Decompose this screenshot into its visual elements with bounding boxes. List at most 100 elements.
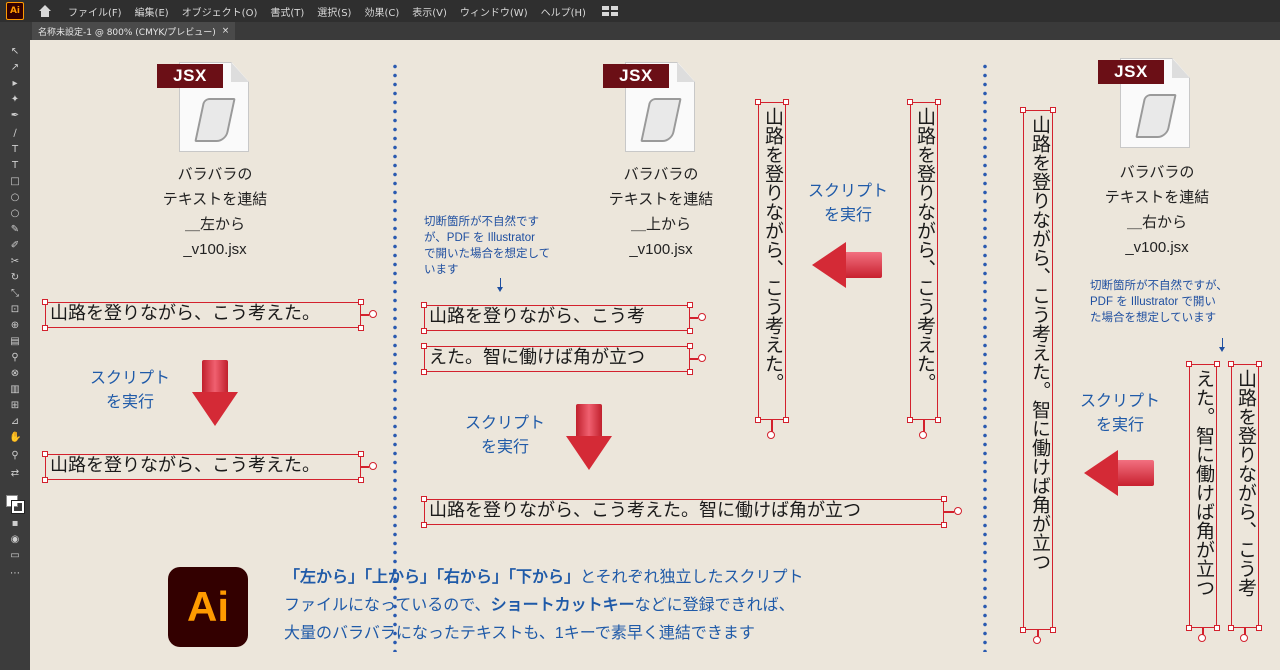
- caption-line: _v100.jsx: [183, 241, 247, 258]
- out-port[interactable]: [369, 310, 377, 318]
- text-frame-after-middle[interactable]: 山路を登りながら、こう考えた。智に働けば角が立つ: [421, 496, 947, 528]
- out-port[interactable]: [1198, 634, 1206, 642]
- document-tab[interactable]: 名称未設定-1 @ 800% (CMYK/プレビュー) ×: [32, 22, 236, 40]
- run-script-label-vertical: スクリプト を実行: [800, 180, 896, 228]
- vertical-text-frame-before-right-1[interactable]: 山路を登りながら、こう考: [1228, 361, 1262, 631]
- out-port[interactable]: [1240, 634, 1248, 642]
- paintbrush-tool-icon[interactable]: ✎: [10, 224, 20, 235]
- text-content: 山路を登りながら、こう考: [429, 306, 645, 327]
- script-label-line: を実行: [105, 394, 154, 411]
- vertical-text-frame-after[interactable]: 山路を登りながら、こう考えた。: [907, 99, 941, 423]
- vertical-text-frame-after-right[interactable]: 山路を登りながら、こう考えた。智に働けば角が立つ: [1020, 107, 1056, 633]
- caption-line: バラバラの: [623, 166, 699, 183]
- out-port[interactable]: [767, 431, 775, 439]
- selection-tool-icon[interactable]: ↖: [10, 46, 20, 57]
- out-port-line: [361, 466, 369, 468]
- out-port-line: [923, 420, 925, 432]
- run-script-label-middle: スクリプト を実行: [455, 412, 555, 460]
- menu-file[interactable]: ファイル(F): [68, 7, 122, 19]
- jsx-file-icon-right: JSX: [1098, 58, 1193, 150]
- menu-object[interactable]: オブジェクト(O): [181, 7, 258, 19]
- close-icon[interactable]: ×: [221, 26, 230, 36]
- out-port[interactable]: [698, 354, 706, 362]
- direct-selection-tool-icon[interactable]: ↗: [10, 62, 20, 73]
- text-content: 山路を登りながら、こう考えた。智に働けば角が立つ: [1029, 115, 1051, 571]
- out-port[interactable]: [954, 507, 962, 515]
- menu-list: ファイル(F) 編集(E) オブジェクト(O) 書式(T) 選択(S) 効果(C…: [68, 4, 586, 19]
- divider-right: [983, 62, 987, 652]
- graph-tool-icon[interactable]: ▥: [10, 384, 20, 395]
- pen-tool-icon[interactable]: ✒: [10, 110, 20, 121]
- slice-tool-icon[interactable]: ⊿: [10, 416, 20, 427]
- caption-line: ＿上から: [630, 216, 691, 233]
- script-caption-left: バラバラの テキストを連結 ＿左から _v100.jsx: [140, 162, 290, 262]
- group-selection-tool-icon[interactable]: ▸: [12, 78, 18, 89]
- zoom-tool-icon[interactable]: ⚲: [11, 450, 19, 461]
- shape-builder-tool-icon[interactable]: ⊕: [10, 320, 20, 331]
- vertical-text-frame-before-right-2[interactable]: えた。智に働けば角が立つ: [1186, 361, 1220, 631]
- summary-emphasis: 「左から」「上から」「右から」「下から」: [284, 569, 581, 586]
- swap-colors-icon[interactable]: ⇄: [10, 468, 20, 479]
- rotate-tool-icon[interactable]: ↻: [10, 272, 20, 283]
- hand-tool-icon[interactable]: ✋: [9, 432, 22, 443]
- stroke-swatch[interactable]: [11, 500, 25, 514]
- magic-wand-tool-icon[interactable]: ✦: [10, 94, 20, 105]
- note-right: 切断箇所が不自然ですが、 PDF を Illustrator で開い た場合を想…: [1090, 278, 1270, 326]
- summary-text-part: とそれぞれ独立したスクリプト: [580, 569, 804, 586]
- gradient-tool-icon[interactable]: ▤: [10, 336, 20, 347]
- menu-view[interactable]: 表示(V): [412, 7, 447, 19]
- type-tool-icon[interactable]: T: [11, 144, 19, 155]
- tools-panel: ↖ ↗ ▸ ✦ ✒ ∕ T T □ ○ ○ ✎ ✐ ✂ ↻ ⤡ ⊡ ⊕ ▤ ⚲ …: [0, 40, 30, 670]
- eyedropper-tool-icon[interactable]: ⚲: [11, 352, 19, 363]
- rectangle-tool-icon[interactable]: □: [10, 176, 20, 187]
- vertical-text-frame-before[interactable]: 山路を登りながら、こう考えた。: [755, 99, 789, 423]
- caption-line: _v100.jsx: [1125, 239, 1189, 256]
- script-caption-right: バラバラの テキストを連結 ＿右から _v100.jsx: [1082, 160, 1232, 260]
- menu-effect[interactable]: 効果(C): [364, 7, 400, 19]
- text-content: 山路を登りながら、こう考えた。: [762, 107, 784, 392]
- scissors-tool-icon[interactable]: ✂: [10, 256, 20, 267]
- text-frame-before-middle-2[interactable]: えた。智に働けば角が立つ: [421, 343, 693, 375]
- out-port[interactable]: [698, 313, 706, 321]
- menu-type[interactable]: 書式(T): [270, 7, 305, 19]
- note-line: 切断箇所が不自然ですが、: [1090, 280, 1228, 292]
- ellipse-tool-2-icon[interactable]: ○: [10, 208, 20, 219]
- menu-window[interactable]: ウィンドウ(W): [459, 7, 528, 19]
- out-port[interactable]: [369, 462, 377, 470]
- divider-left: [393, 62, 397, 652]
- summary-emphasis: ショートカットキー: [490, 597, 635, 614]
- ellipse-tool-icon[interactable]: ○: [10, 192, 20, 203]
- more-tools-icon[interactable]: ⋯: [10, 568, 20, 579]
- note-line: で開いた場合を想定して: [424, 248, 551, 260]
- note-arrow-icon: [1219, 338, 1225, 352]
- draw-mode-icon[interactable]: ◉: [10, 534, 20, 545]
- text-frame-before-left[interactable]: 山路を登りながら、こう考えた。: [42, 299, 364, 331]
- menu-edit[interactable]: 編集(E): [134, 7, 169, 19]
- scale-tool-icon[interactable]: ⤡: [11, 288, 19, 299]
- out-port[interactable]: [1033, 636, 1041, 644]
- jsx-badge: JSX: [157, 64, 223, 88]
- jsx-badge: JSX: [1098, 60, 1164, 84]
- text-frame-after-left[interactable]: 山路を登りながら、こう考えた。: [42, 451, 364, 483]
- free-transform-tool-icon[interactable]: ⊡: [10, 304, 20, 315]
- blend-tool-icon[interactable]: ⊗: [10, 368, 20, 379]
- illustrator-logo: Ai: [168, 567, 248, 647]
- screen-mode-icon[interactable]: ▭: [10, 550, 20, 561]
- left-arrow-icon: [812, 242, 882, 288]
- artboard-tool-icon[interactable]: ⊞: [10, 400, 20, 411]
- document-tab-bar: 名称未設定-1 @ 800% (CMYK/プレビュー) ×: [0, 22, 1280, 40]
- text-frame-before-middle-1[interactable]: 山路を登りながら、こう考: [421, 302, 693, 334]
- app-logo[interactable]: Ai: [6, 2, 24, 20]
- menu-help[interactable]: ヘルプ(H): [540, 7, 586, 19]
- menu-select[interactable]: 選択(S): [317, 7, 352, 19]
- text-content: えた。智に働けば角が立つ: [1193, 369, 1215, 597]
- out-port[interactable]: [919, 431, 927, 439]
- color-mode-icon[interactable]: ▪: [11, 518, 19, 529]
- workspace-switcher-icon[interactable]: [601, 6, 618, 16]
- out-port-line: [1202, 628, 1204, 636]
- home-icon[interactable]: [38, 5, 52, 17]
- shaper-tool-icon[interactable]: ✐: [10, 240, 20, 251]
- vertical-type-tool-icon[interactable]: T: [11, 160, 19, 171]
- out-port-line: [1037, 630, 1039, 638]
- curvature-tool-icon[interactable]: ∕: [13, 128, 17, 139]
